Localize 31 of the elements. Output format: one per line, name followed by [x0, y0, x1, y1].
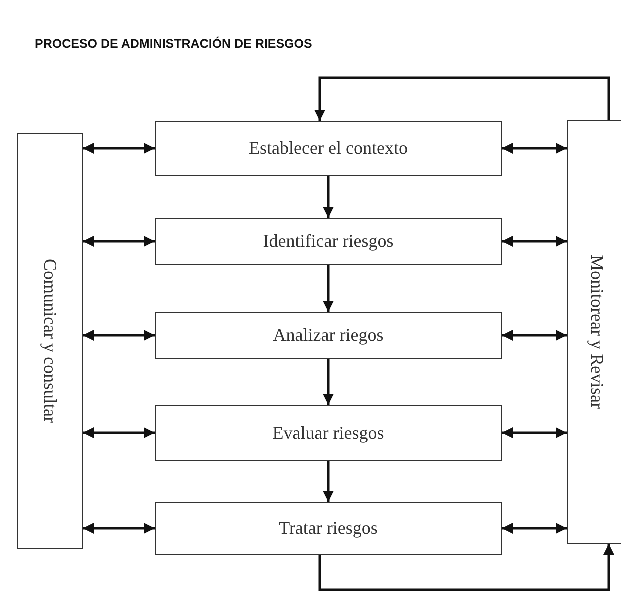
arrow	[83, 143, 155, 154]
arrow	[323, 265, 334, 312]
arrow	[502, 330, 567, 341]
arrow	[502, 236, 567, 247]
arrow	[83, 236, 155, 247]
process-box	[155, 121, 502, 176]
arrow	[318, 544, 614, 592]
arrow	[502, 523, 567, 534]
box-label: Establecer el contexto	[249, 138, 408, 159]
box-label: Tratar riesgos	[279, 518, 378, 539]
arrow	[83, 428, 155, 438]
box-label: Analizar riegos	[273, 325, 384, 346]
arrow	[83, 330, 155, 341]
arrow	[502, 143, 567, 154]
process-box	[155, 312, 502, 359]
diagram-title: PROCESO DE ADMINISTRACIÓN DE RIESGOS	[35, 37, 312, 51]
arrow	[502, 428, 567, 438]
box-label: Evaluar riesgos	[272, 422, 384, 444]
process-box	[155, 502, 502, 555]
process-box	[155, 405, 502, 461]
arrow	[83, 523, 155, 534]
process-box	[17, 133, 83, 549]
arrow	[314, 76, 610, 121]
arrow	[323, 461, 334, 502]
process-box	[155, 218, 502, 265]
vertical-label: Monitorear y Revisar	[586, 255, 608, 409]
box-label: Identificar riesgos	[263, 231, 394, 252]
vertical-label: Comunicar y consultar	[40, 259, 60, 423]
arrow	[323, 176, 334, 218]
process-box	[567, 120, 621, 544]
arrow	[323, 359, 334, 405]
